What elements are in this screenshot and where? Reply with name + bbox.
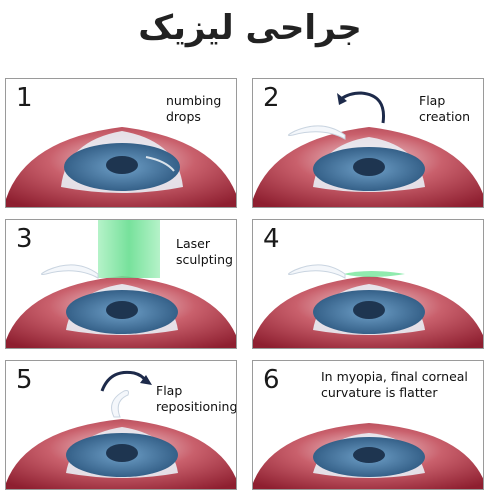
step-number: 1 bbox=[16, 83, 33, 113]
eye-illustration bbox=[253, 91, 483, 207]
corneal-flap bbox=[41, 264, 99, 279]
pupil bbox=[353, 301, 385, 319]
step-label: Laser sculpting bbox=[176, 236, 233, 267]
ablated-zone bbox=[343, 271, 405, 277]
eye-illustration bbox=[6, 127, 236, 207]
arrow-icon bbox=[340, 91, 386, 124]
corneal-flap bbox=[288, 264, 346, 279]
arrow-icon bbox=[100, 370, 148, 392]
step-number: 2 bbox=[263, 83, 280, 113]
corneal-flap bbox=[111, 390, 129, 418]
step-label: numbing drops bbox=[166, 93, 222, 124]
step-panel-5: 5 Flap repositioning bbox=[5, 360, 237, 490]
eye-illustration bbox=[6, 220, 236, 348]
step-number: 6 bbox=[263, 365, 280, 395]
step-panel-6: 6 In myopia, final corneal curvature is … bbox=[252, 360, 484, 490]
laser-beam bbox=[98, 220, 160, 278]
pupil bbox=[106, 301, 138, 319]
step-label: Flap repositioning bbox=[156, 383, 237, 414]
step-panel-3: 3 Laser sculpting bbox=[5, 219, 237, 349]
step-panel-1: 1 numbing drops bbox=[5, 78, 237, 208]
pupil bbox=[106, 156, 138, 174]
eye-illustration bbox=[253, 423, 483, 489]
step-label: In myopia, final corneal curvature is fl… bbox=[321, 369, 468, 400]
page-title: جراحی لیزیک bbox=[138, 8, 362, 48]
step-number: 5 bbox=[16, 365, 33, 395]
step-number: 3 bbox=[16, 224, 33, 254]
step-panel-2: 2 Flap creation bbox=[252, 78, 484, 208]
eye-illustration bbox=[253, 264, 483, 348]
pupil bbox=[353, 158, 385, 176]
step-label: Flap creation bbox=[419, 93, 471, 124]
pupil bbox=[353, 447, 385, 463]
step-number: 4 bbox=[263, 224, 280, 254]
pupil bbox=[106, 444, 138, 462]
corneal-flap bbox=[288, 125, 346, 140]
eye-illustration bbox=[6, 370, 236, 489]
step-panel-4: 4 bbox=[252, 219, 484, 349]
